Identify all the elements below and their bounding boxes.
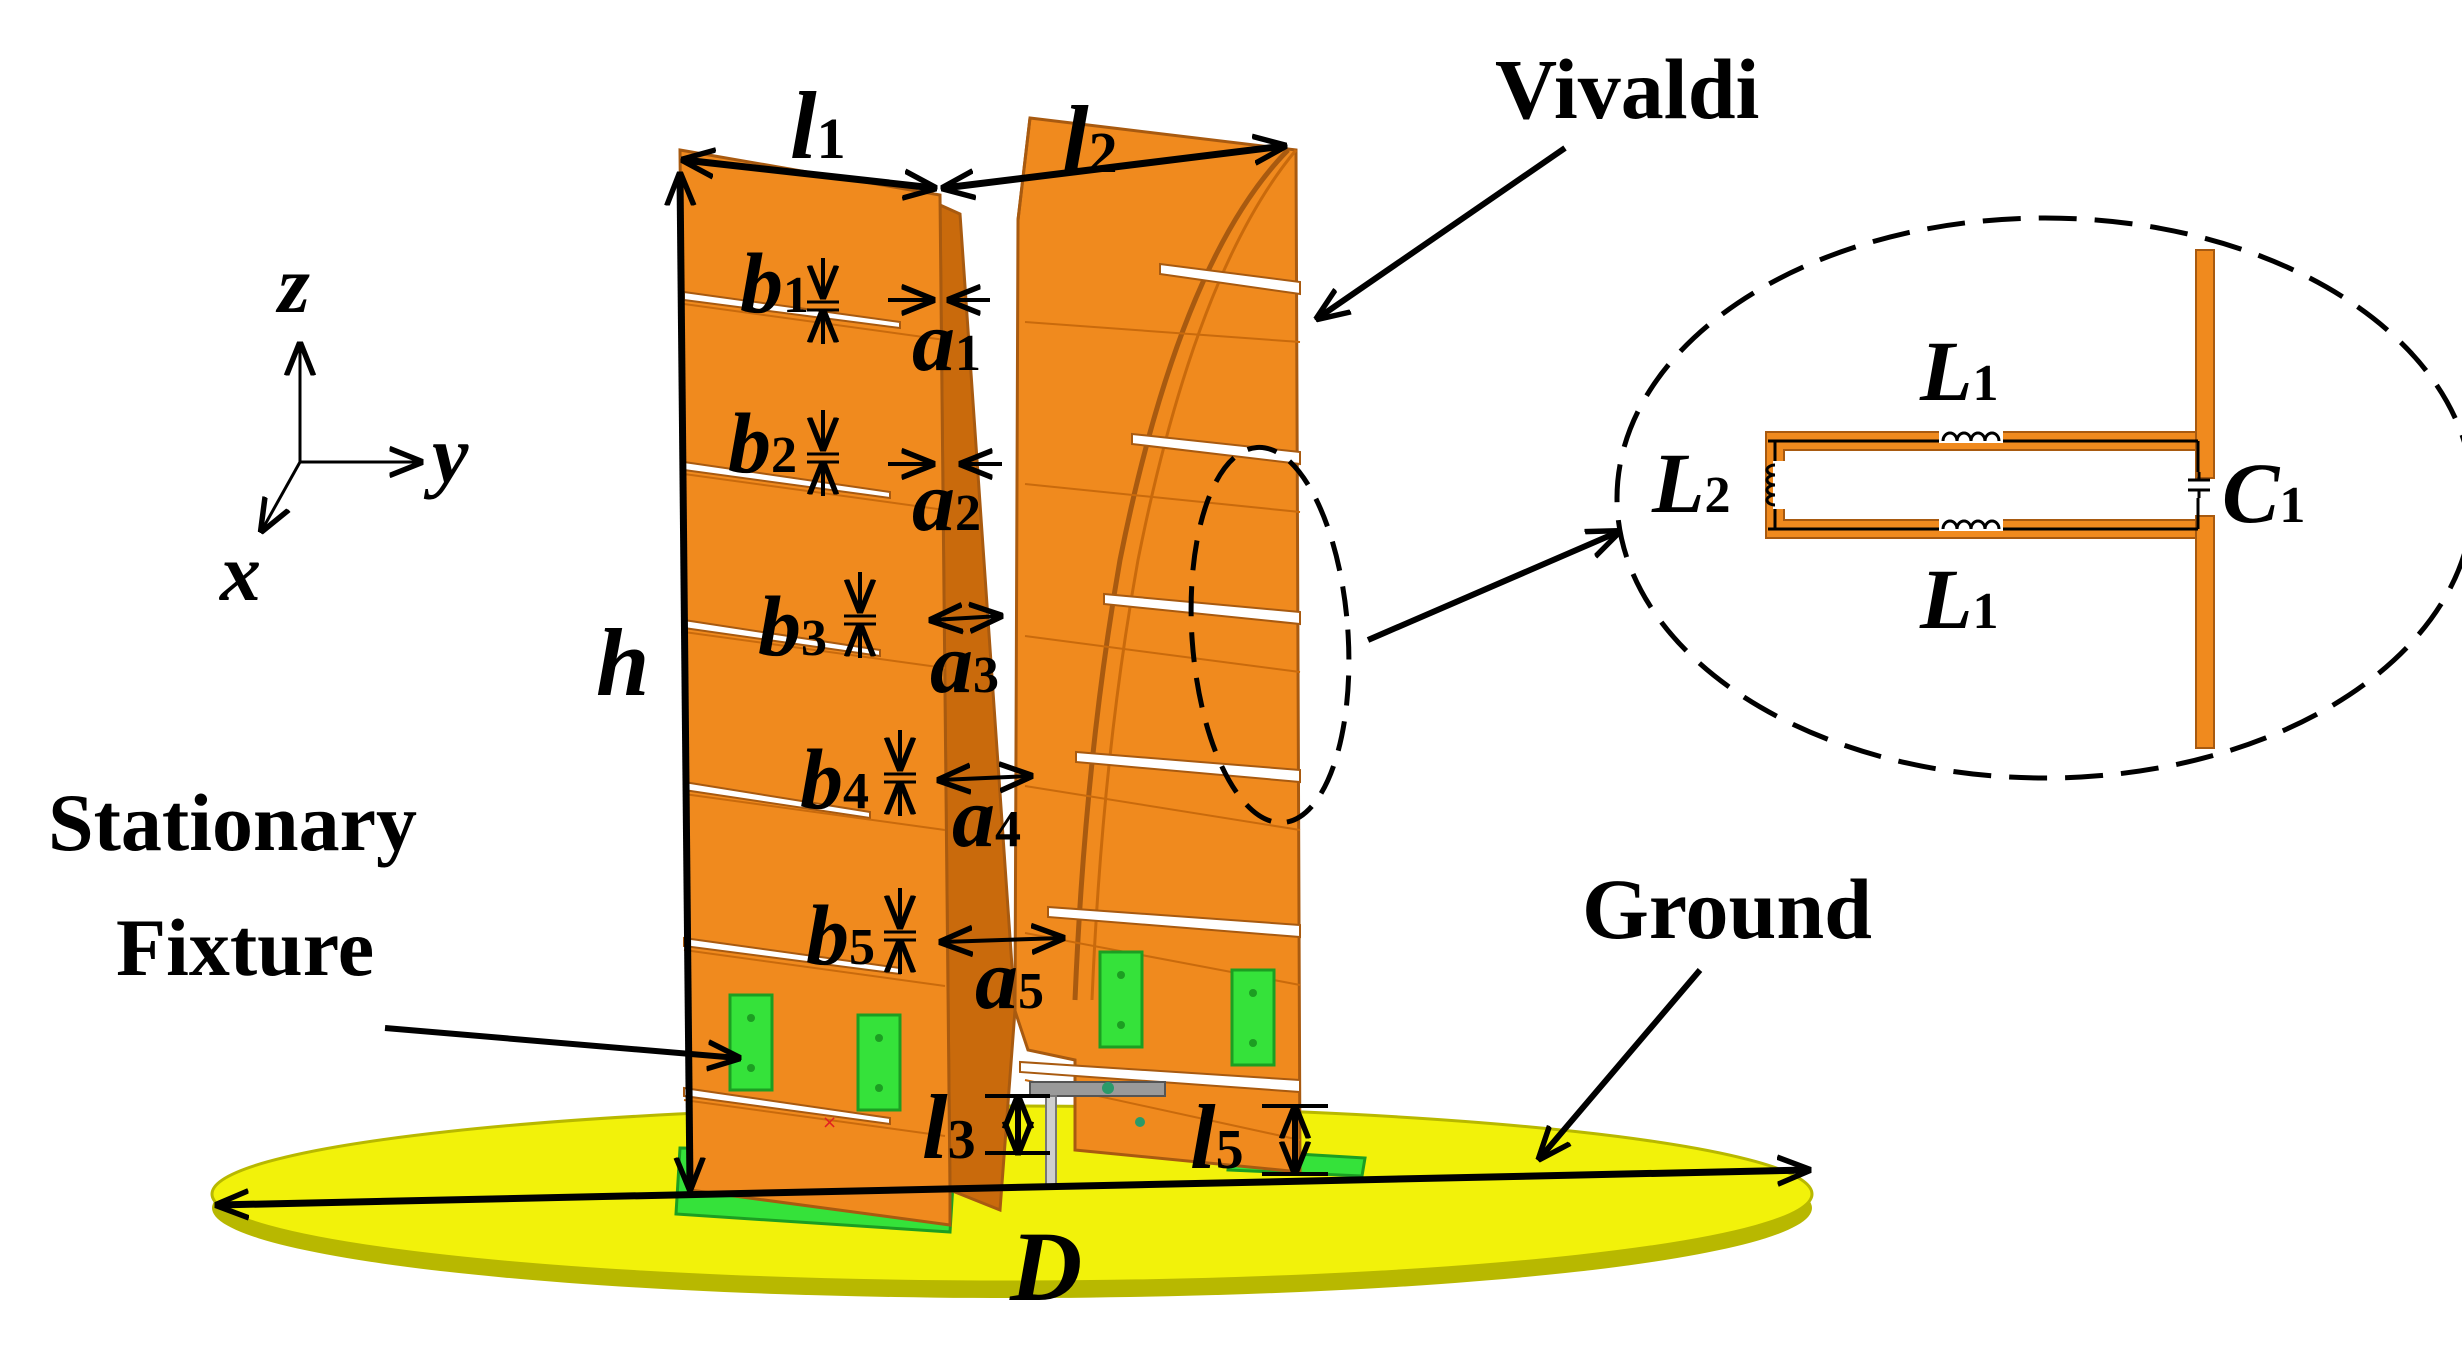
L1-top-symbol: L1 (1919, 323, 1999, 419)
a4-symbol: a4 (952, 769, 1021, 865)
fixture-block (1098, 950, 1144, 1049)
vivaldi-label: Vivaldi (1495, 41, 1759, 137)
C1-symbol: C1 (2222, 445, 2305, 541)
vivaldi-taper-edge (1072, 148, 1290, 1001)
stationary-fixture-blocks (728, 950, 1276, 1112)
b4-symbol: b4 (800, 731, 869, 827)
l2-symbol: l2 (1062, 86, 1118, 193)
right-slot (1024, 432, 1301, 513)
zoom-pointer (1366, 532, 1618, 643)
highlight-ellipse (1188, 444, 1352, 826)
text-labels: Vivaldi Stationary Fixture Ground (48, 41, 1872, 993)
h-symbol: h (596, 609, 649, 716)
fixture-block (856, 1013, 902, 1112)
b2-symbol: b2 (728, 395, 797, 491)
D-dimension (218, 1170, 1808, 1205)
h-dimension (680, 175, 690, 1188)
a5-symbol: a5 (975, 931, 1044, 1027)
ground-label: Ground (1582, 861, 1872, 957)
right-panel-body (958, 116, 1302, 1174)
fixture-pointer (384, 1025, 738, 1058)
coordinate-axes: z y x (219, 239, 469, 618)
right-panel-slots (1019, 262, 1301, 1141)
a2-symbol: a2 (912, 453, 981, 549)
l2-dimension (944, 146, 1284, 188)
stationary-label: Stationary (48, 777, 417, 868)
dimension-symbols: l1 l2 h l3 l5 D b1 b2 b3 b4 b5 a1 a2 a3 a4 a5 (596, 72, 1244, 1322)
inductor-l1-bottom-icon (1939, 515, 2003, 531)
slot-dimension-5 (884, 888, 1062, 974)
b5-symbol: b5 (806, 887, 875, 983)
z-axis-label: z (275, 239, 310, 330)
left-panel-slots (683, 290, 946, 1137)
inductor-l2-icon (1765, 461, 1787, 509)
circuit-labels: L1 L1 L2 C1 (1651, 323, 2305, 647)
right-slot (1024, 750, 1301, 831)
vertical-strip-bottom (2195, 515, 2215, 749)
circuit-inset (1614, 215, 2462, 781)
dimension-lines (218, 146, 1808, 1205)
y-axis-label: y (423, 409, 469, 500)
right-slot (1024, 592, 1301, 673)
D-symbol: D (1009, 1211, 1082, 1322)
slot-dimension-3 (844, 572, 1000, 658)
L2-symbol: L2 (1651, 435, 1731, 531)
a1-symbol: a1 (912, 293, 981, 389)
l1-symbol: l1 (790, 72, 846, 179)
x-axis-arrow (262, 461, 302, 530)
right-slot (1024, 262, 1301, 343)
slot-dimension-4 (884, 730, 1030, 816)
l5-symbol: l5 (1190, 1086, 1244, 1188)
L1-bottom-symbol: L1 (1919, 551, 1999, 647)
slot-dimension-1 (807, 258, 990, 344)
slot-dimension-2 (807, 410, 1002, 496)
vivaldi-pointer (1318, 145, 1567, 318)
capacitor-c1-icon (2188, 472, 2210, 498)
l3-symbol: l3 (922, 1076, 976, 1178)
vertical-strip-top (2195, 249, 2215, 479)
x-axis-label: x (219, 527, 261, 618)
svg-text:×: × (822, 1112, 837, 1133)
fixture-label: Fixture (116, 902, 374, 993)
loop-trace (1765, 431, 2197, 539)
b1-symbol: b1 (740, 235, 809, 331)
fixture-block (728, 993, 774, 1092)
l1-dimension (684, 160, 934, 188)
inset-ellipse (1614, 215, 2462, 781)
right-vivaldi-panel (958, 116, 1302, 1174)
ground-pointer (1540, 968, 1703, 1158)
b3-symbol: b3 (758, 578, 827, 674)
fixture-block (1230, 968, 1276, 1067)
pointer-arrows (384, 145, 1703, 1158)
a3-symbol: a3 (930, 615, 999, 711)
inductor-l1-top-icon (1939, 427, 2003, 443)
